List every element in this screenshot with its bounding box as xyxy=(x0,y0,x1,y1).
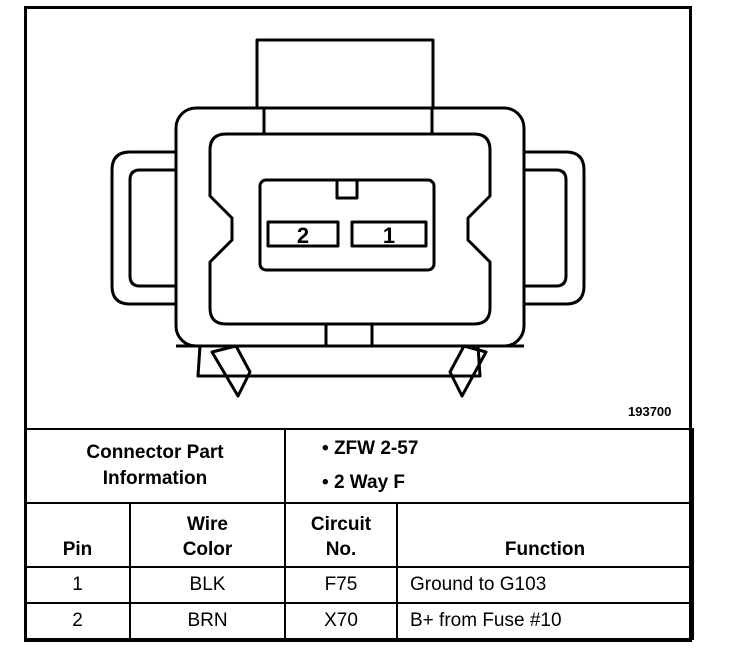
header-circuit-line1: Circuit xyxy=(310,514,372,535)
header-pin: Pin xyxy=(24,502,131,568)
header-wire-color-line2: Color xyxy=(182,539,233,560)
row-function: B+ from Fuse #10 xyxy=(395,602,695,640)
pin-2-box xyxy=(266,220,340,248)
part-info-bullet: • 2 Way F xyxy=(322,472,406,493)
header-circuit-no: Circuit No. xyxy=(284,502,398,568)
part-info-row: Connector Part Information • ZFW 2-57 • … xyxy=(24,428,695,504)
row-wire-color: BLK xyxy=(129,566,286,604)
connector-inner-body xyxy=(208,132,492,326)
row-wire-color: BRN xyxy=(129,602,286,640)
connector-right-ear xyxy=(522,150,586,306)
connector-drawing: 2 1 xyxy=(110,38,586,398)
column-header-row: Pin Wire Color Circuit No. Function xyxy=(24,502,695,568)
connector-latch-tab xyxy=(255,38,435,110)
row-function: Ground to G103 xyxy=(395,566,695,604)
part-info-values: • ZFW 2-57 • 2 Way F xyxy=(283,428,695,504)
row-circuit: X70 xyxy=(284,602,398,640)
row-pin: 1 xyxy=(24,566,131,604)
table-row: 2 BRN X70 B+ from Fuse #10 xyxy=(24,602,695,640)
connector-left-lock xyxy=(210,344,252,398)
connector-info-table: Connector Part Information • ZFW 2-57 • … xyxy=(24,428,695,640)
header-wire-color: Wire Color xyxy=(129,502,286,568)
header-wire-color-line1: Wire xyxy=(186,514,228,535)
row-circuit: F75 xyxy=(284,566,398,604)
part-info-bullet: • ZFW 2-57 xyxy=(322,438,419,459)
polarity-key xyxy=(335,178,359,200)
pin-1-box xyxy=(350,220,428,248)
pin-2-label: 2 xyxy=(297,223,309,248)
header-circuit-line2: No. xyxy=(325,539,357,560)
figure-reference-number: 193700 xyxy=(628,404,672,419)
table-row: 1 BLK F75 Ground to G103 xyxy=(24,566,695,604)
pin-1-label: 1 xyxy=(383,223,395,248)
connector-type: 2 Way F xyxy=(333,472,406,493)
diagram-frame xyxy=(24,6,692,642)
connector-left-ear xyxy=(110,150,178,306)
part-number: ZFW 2-57 xyxy=(333,438,419,459)
row-pin: 2 xyxy=(24,602,131,640)
part-info-label-line2: Information xyxy=(102,468,208,489)
header-function: Function xyxy=(395,502,695,568)
connector-bottom-skirt xyxy=(196,345,482,378)
connector-right-lock xyxy=(448,344,488,398)
part-info-label: Connector Part Information xyxy=(24,428,286,504)
part-info-label-line1: Connector Part xyxy=(86,442,224,463)
